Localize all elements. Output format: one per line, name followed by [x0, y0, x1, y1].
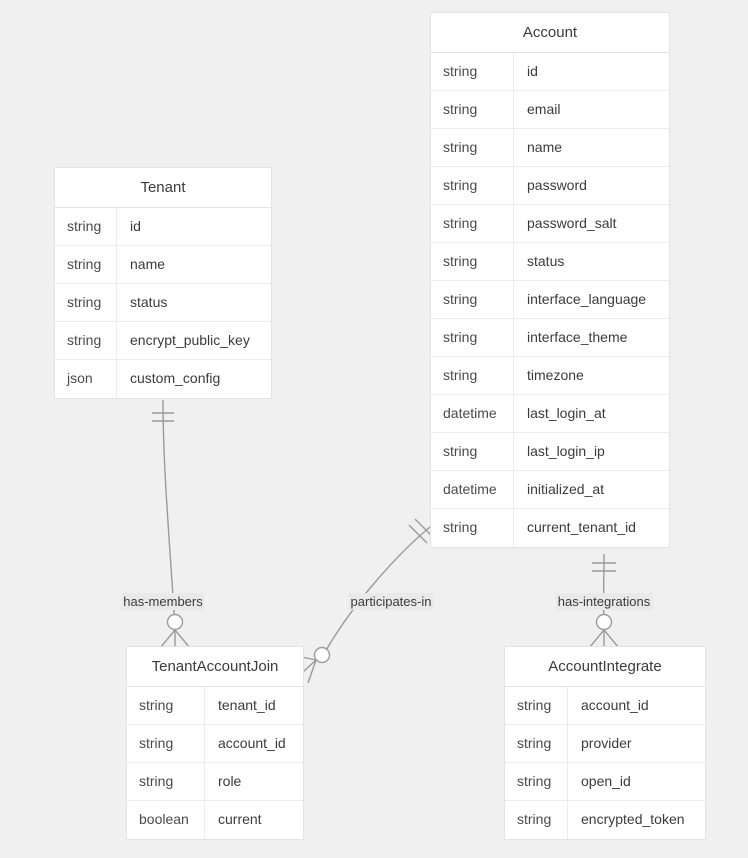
attribute-name: email	[527, 101, 561, 117]
attribute-type: string	[127, 725, 205, 762]
attribute-name: last_login_at	[527, 405, 606, 421]
attribute-name: id	[130, 218, 141, 234]
table-row[interactable]: string encrypted_token	[505, 801, 705, 839]
attribute-name: encrypted_token	[581, 811, 685, 827]
entity-account-attributes: string id string email string name strin…	[431, 53, 669, 547]
attribute-type: string	[431, 205, 514, 242]
attribute-type: string	[127, 687, 205, 724]
attribute-type: string	[505, 763, 568, 800]
attribute-type: datetime	[431, 471, 514, 508]
attribute-type: string	[431, 509, 514, 547]
table-row[interactable]: boolean current	[127, 801, 303, 839]
table-row[interactable]: string interface_language	[431, 281, 669, 319]
attribute-name: initialized_at	[527, 481, 605, 497]
attribute-name: status	[130, 294, 168, 310]
attribute-type: string	[431, 91, 514, 128]
table-row[interactable]: string account_id	[127, 725, 303, 763]
table-row[interactable]: string encrypt_public_key	[55, 322, 271, 360]
table-row[interactable]: string role	[127, 763, 303, 801]
attribute-type: string	[431, 129, 514, 166]
attribute-name: current_tenant_id	[527, 519, 636, 535]
table-row[interactable]: string status	[55, 284, 271, 322]
attribute-name: provider	[581, 735, 632, 751]
table-row[interactable]: string password_salt	[431, 205, 669, 243]
entity-tenant-account-join-attributes: string tenant_id string account_id strin…	[127, 687, 303, 839]
table-row[interactable]: datetime initialized_at	[431, 471, 669, 509]
entity-tenant-attributes: string id string name string status stri…	[55, 208, 271, 398]
entity-account-integrate-attributes: string account_id string provider string…	[505, 687, 705, 839]
attribute-name: name	[527, 139, 563, 155]
attribute-type: string	[55, 246, 117, 283]
table-row[interactable]: string name	[55, 246, 271, 284]
attribute-type: boolean	[127, 801, 205, 839]
attribute-type: string	[505, 687, 568, 724]
entity-account-integrate[interactable]: AccountIntegrate string account_id strin…	[504, 646, 706, 840]
attribute-type: string	[431, 167, 514, 204]
attribute-name: password	[527, 177, 587, 193]
table-row[interactable]: string interface_theme	[431, 319, 669, 357]
entity-account-title: Account	[431, 13, 669, 53]
attribute-name: account_id	[581, 697, 649, 713]
table-row[interactable]: string name	[431, 129, 669, 167]
attribute-name: name	[130, 256, 166, 272]
attribute-name: status	[527, 253, 565, 269]
attribute-type: string	[431, 357, 514, 394]
entity-tenant[interactable]: Tenant string id string name string stat…	[54, 167, 272, 399]
table-row[interactable]: string provider	[505, 725, 705, 763]
attribute-name: timezone	[527, 367, 584, 383]
attribute-type: json	[55, 360, 117, 398]
relationship-label-has-members: has-members	[121, 593, 205, 610]
entity-account-integrate-title: AccountIntegrate	[505, 647, 705, 687]
attribute-name: interface_theme	[527, 329, 628, 345]
attribute-name: password_salt	[527, 215, 617, 231]
attribute-type: datetime	[431, 395, 514, 432]
attribute-type: string	[431, 433, 514, 470]
entity-tenant-account-join-title: TenantAccountJoin	[127, 647, 303, 687]
attribute-type: string	[55, 208, 117, 245]
relationship-label-participates-in: participates-in	[348, 593, 434, 610]
table-row[interactable]: string account_id	[505, 687, 705, 725]
attribute-type: string	[431, 281, 514, 318]
attribute-name: current	[218, 811, 262, 827]
table-row[interactable]: string last_login_ip	[431, 433, 669, 471]
attribute-name: last_login_ip	[527, 443, 605, 459]
attribute-type: string	[505, 725, 568, 762]
entity-account[interactable]: Account string id string email string na…	[430, 12, 670, 548]
table-row[interactable]: string tenant_id	[127, 687, 303, 725]
table-row[interactable]: string open_id	[505, 763, 705, 801]
attribute-type: string	[55, 284, 117, 321]
table-row[interactable]: datetime last_login_at	[431, 395, 669, 433]
attribute-name: custom_config	[130, 370, 221, 386]
attribute-name: account_id	[218, 735, 286, 751]
edge-has-members	[152, 399, 191, 649]
attribute-name: role	[218, 773, 242, 789]
attribute-name: open_id	[581, 773, 631, 789]
attribute-type: string	[431, 53, 514, 90]
table-row[interactable]: string email	[431, 91, 669, 129]
entity-tenant-account-join[interactable]: TenantAccountJoin string tenant_id strin…	[126, 646, 304, 840]
attribute-name: encrypt_public_key	[130, 332, 250, 348]
relationship-label-has-integrations: has-integrations	[555, 593, 653, 610]
attribute-type: string	[505, 801, 568, 839]
attribute-type: string	[55, 322, 117, 359]
table-row[interactable]: string id	[55, 208, 271, 246]
attribute-type: string	[431, 319, 514, 356]
attribute-name: id	[527, 63, 538, 79]
table-row[interactable]: string id	[431, 53, 669, 91]
table-row[interactable]: json custom_config	[55, 360, 271, 398]
attribute-type: string	[431, 243, 514, 280]
entity-tenant-title: Tenant	[55, 168, 271, 208]
attribute-name: tenant_id	[218, 697, 276, 713]
attribute-type: string	[127, 763, 205, 800]
table-row[interactable]: string current_tenant_id	[431, 509, 669, 547]
table-row[interactable]: string timezone	[431, 357, 669, 395]
table-row[interactable]: string status	[431, 243, 669, 281]
attribute-name: interface_language	[527, 291, 647, 307]
table-row[interactable]: string password	[431, 167, 669, 205]
